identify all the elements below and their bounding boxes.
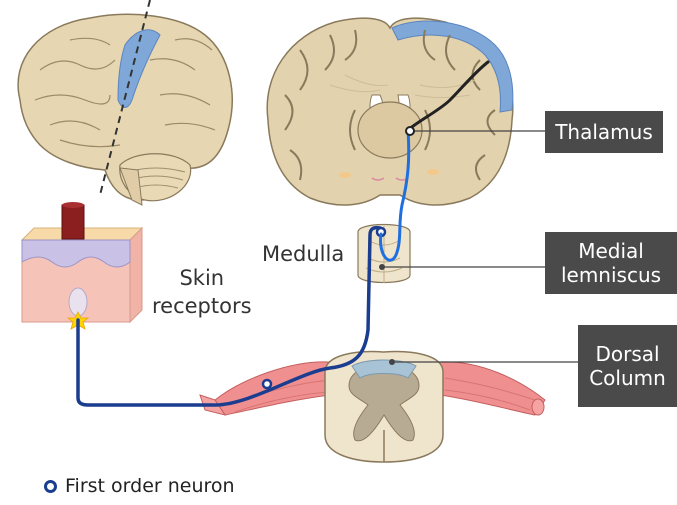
- sensory-cortex-highlight: [391, 20, 514, 113]
- skin-receptors-label: Skin receptors: [152, 266, 252, 318]
- medulla-label: Medulla: [262, 242, 345, 266]
- thalamus-label: Thalamus: [545, 111, 663, 153]
- medial-lemniscus-label: Medial lemniscus: [545, 232, 677, 294]
- stimulus-probe: [61, 204, 85, 240]
- third-order-neuron-path: [406, 60, 490, 132]
- dorsal-column-label: Dorsal Column: [578, 325, 677, 407]
- dorsal-column-highlight: [351, 359, 417, 379]
- first-order-cell-body: [261, 378, 273, 390]
- second-order-neuron-path: [379, 128, 411, 262]
- lateral-brain: [17, 0, 233, 206]
- postcentral-gyrus: [117, 29, 161, 108]
- legend-text: First order neuron: [65, 475, 235, 497]
- spinal-cord-section: [199, 350, 546, 463]
- legend-ring-icon: [44, 479, 57, 493]
- coronal-brain-section: [266, 17, 514, 206]
- legend: First order neuron: [44, 475, 235, 497]
- skin-block: [20, 202, 144, 330]
- first-order-neuron-path: [76, 225, 382, 407]
- section-plane-line: [99, 0, 151, 196]
